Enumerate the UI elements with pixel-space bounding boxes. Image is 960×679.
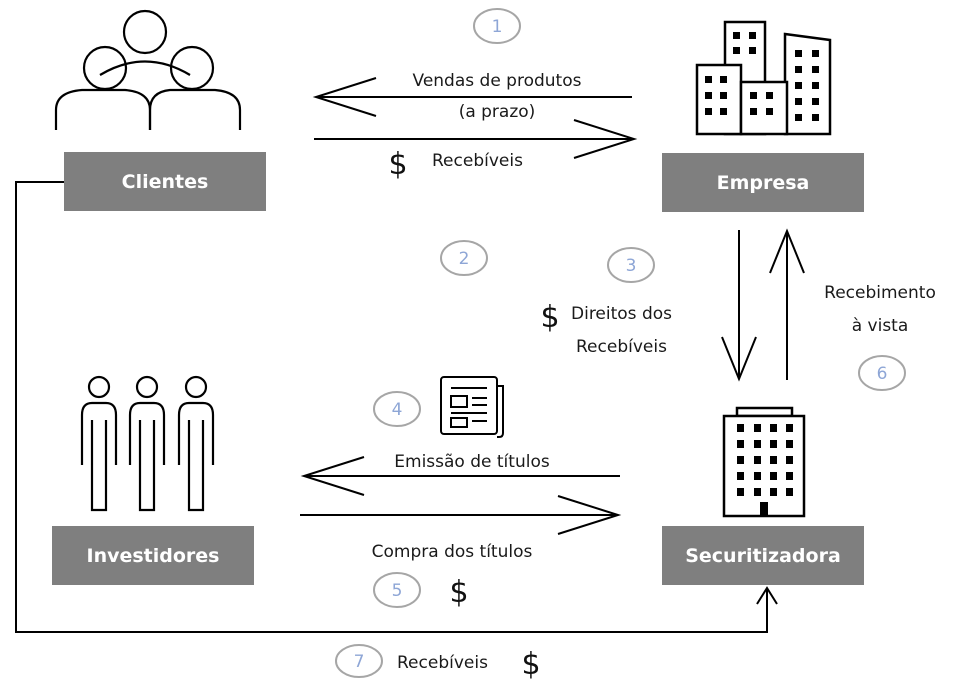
recebimento-label-line2: à vista [852, 316, 909, 336]
recebiveis-arrow [314, 119, 638, 159]
recebiveis-7-dollar-symbol: $ [521, 647, 540, 679]
vendas-label-line1: Vendas de produtos [413, 71, 582, 91]
document-icon [440, 376, 504, 438]
investidores-box: Investidores [52, 526, 254, 585]
compra-arrow [300, 495, 622, 535]
step-7: 7 [335, 644, 383, 678]
compra-dollar-symbol: $ [449, 575, 468, 610]
recebiveis-7-label: Recebíveis [397, 653, 488, 673]
step-2: 2 [440, 240, 488, 276]
clientes-label: Clientes [122, 171, 209, 193]
step-6-number: 6 [877, 364, 888, 384]
securitizadora-label: Securitizadora [685, 545, 841, 567]
step-4-number: 4 [392, 400, 403, 420]
recebiveis-label: Recebíveis [432, 151, 523, 171]
step-1: 1 [473, 8, 521, 44]
step-4: 4 [373, 391, 421, 427]
recebiveis-dollar-symbol: $ [388, 147, 407, 182]
step-3: 3 [607, 247, 655, 283]
vendas-label-line2: (a prazo) [459, 102, 536, 122]
office-buildings-icon [695, 20, 832, 136]
emissao-label: Emissão de títulos [394, 452, 550, 472]
building-icon [722, 406, 806, 518]
step-2-number: 2 [459, 249, 470, 269]
recebimento-label-line1: Recebimento [824, 283, 936, 303]
vendas-arrow [312, 77, 632, 117]
emissao-arrow [300, 456, 620, 496]
step-5-number: 5 [392, 581, 403, 601]
compra-label: Compra dos títulos [372, 542, 533, 562]
empresa-box: Empresa [662, 153, 864, 212]
step-7-number: 7 [354, 652, 365, 672]
investors-group-icon [80, 375, 215, 512]
empresa-label: Empresa [717, 172, 810, 194]
securitizadora-box: Securitizadora [662, 526, 864, 585]
direitos-label-line1: Direitos dos [571, 304, 672, 324]
step-6: 6 [858, 355, 906, 391]
direitos-dollar-symbol: $ [540, 300, 559, 335]
clientes-box: Clientes [64, 152, 266, 211]
direitos-arrow [721, 230, 757, 382]
step-3-number: 3 [626, 256, 637, 276]
step-1-number: 1 [492, 17, 503, 37]
investidores-label: Investidores [87, 545, 220, 567]
people-group-icon [54, 9, 242, 130]
direitos-label-line2: Recebíveis [576, 337, 667, 357]
recebiveis-connector [15, 181, 778, 633]
step-5: 5 [373, 572, 421, 608]
recebimento-arrow [769, 228, 805, 380]
